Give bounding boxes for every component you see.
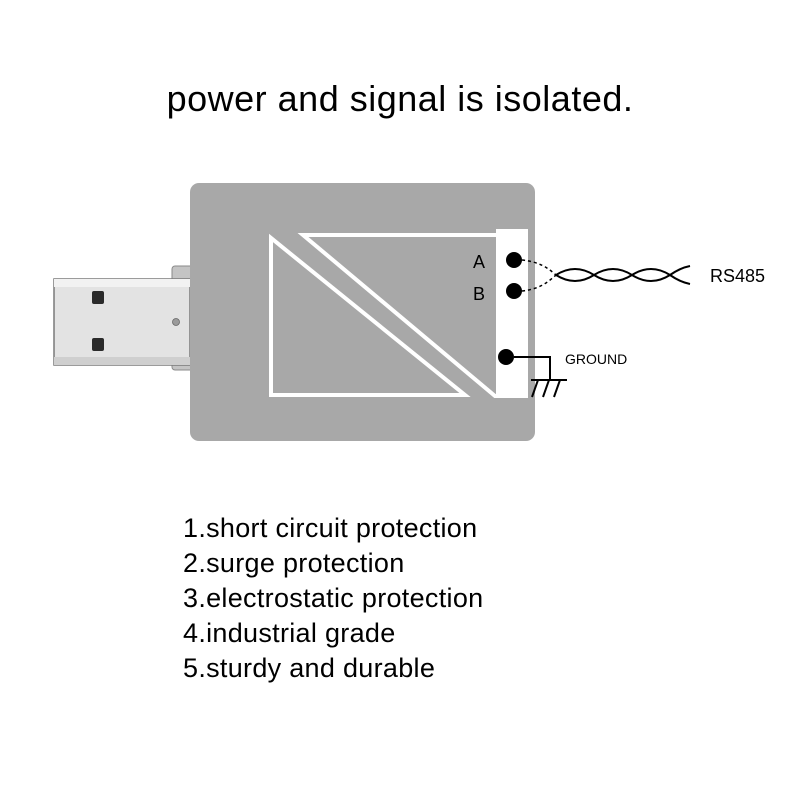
- feature-item: 2.surge protection: [183, 548, 405, 578]
- page-title: power and signal is isolated.: [166, 78, 634, 119]
- usb-slot: [92, 338, 104, 351]
- feature-item: 5.sturdy and durable: [183, 653, 436, 683]
- ground-wire: [514, 356, 567, 398]
- feature-list: 1.short circuit protection 2.surge prote…: [183, 511, 483, 686]
- twisted-pair-cable: [555, 265, 691, 285]
- terminal-ground-dot: [498, 349, 514, 365]
- feature-item: 1.short circuit protection: [183, 513, 478, 543]
- terminal-a-dot: [506, 252, 522, 268]
- ground-label: GROUND: [565, 351, 627, 367]
- rs485-label: RS485: [710, 266, 765, 286]
- terminal-a-label: A: [473, 252, 485, 272]
- usb-slot: [92, 291, 104, 304]
- terminal-b-dot: [506, 283, 522, 299]
- feature-item: 4.industrial grade: [183, 618, 396, 648]
- usb-connector: [53, 265, 197, 371]
- terminal-b-label: B: [473, 284, 485, 304]
- isolation-triangle-left: [269, 233, 471, 397]
- feature-item: 3.electrostatic protection: [183, 583, 484, 613]
